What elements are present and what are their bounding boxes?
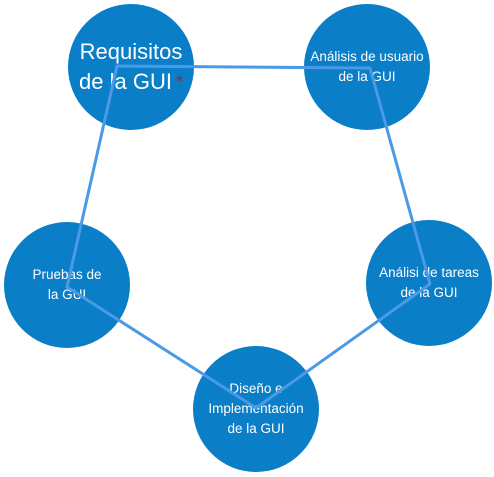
node-requisitos-line-1: Requisitos — [79, 39, 183, 64]
node-analisis-usuario[interactable]: Análisis de usuario de la GUI — [304, 4, 430, 130]
node-analisis-tareas[interactable]: Análisi de tareas de la GUI — [366, 220, 492, 346]
node-analisis-usuario-line-1: Análisis de usuario — [310, 49, 424, 64]
node-pruebas-line-1: Pruebas de — [32, 267, 102, 282]
node-analisis-tareas-line-2: de la GUI — [400, 285, 458, 300]
node-analisis-usuario-line-2: de la GUI — [338, 69, 396, 84]
node-diseno[interactable]: Diseño e Implementación de la GUI — [193, 346, 319, 472]
node-diseno-line-3: de la GUI — [227, 421, 285, 436]
node-pruebas-line-2: la GUI — [47, 287, 87, 302]
node-requisitos-line-2: de la GUI* — [79, 69, 183, 94]
node-analisis-tareas-line-1: Análisi de tareas — [379, 265, 479, 280]
node-pruebas[interactable]: Pruebas de la GUI — [4, 222, 130, 348]
node-requisitos[interactable]: Requisitos de la GUI* — [68, 4, 194, 130]
node-diseno-line-1: Diseño e — [229, 381, 283, 396]
node-diseno-line-2: Implementación — [208, 401, 304, 416]
asterisk-marker: * — [175, 72, 183, 92]
